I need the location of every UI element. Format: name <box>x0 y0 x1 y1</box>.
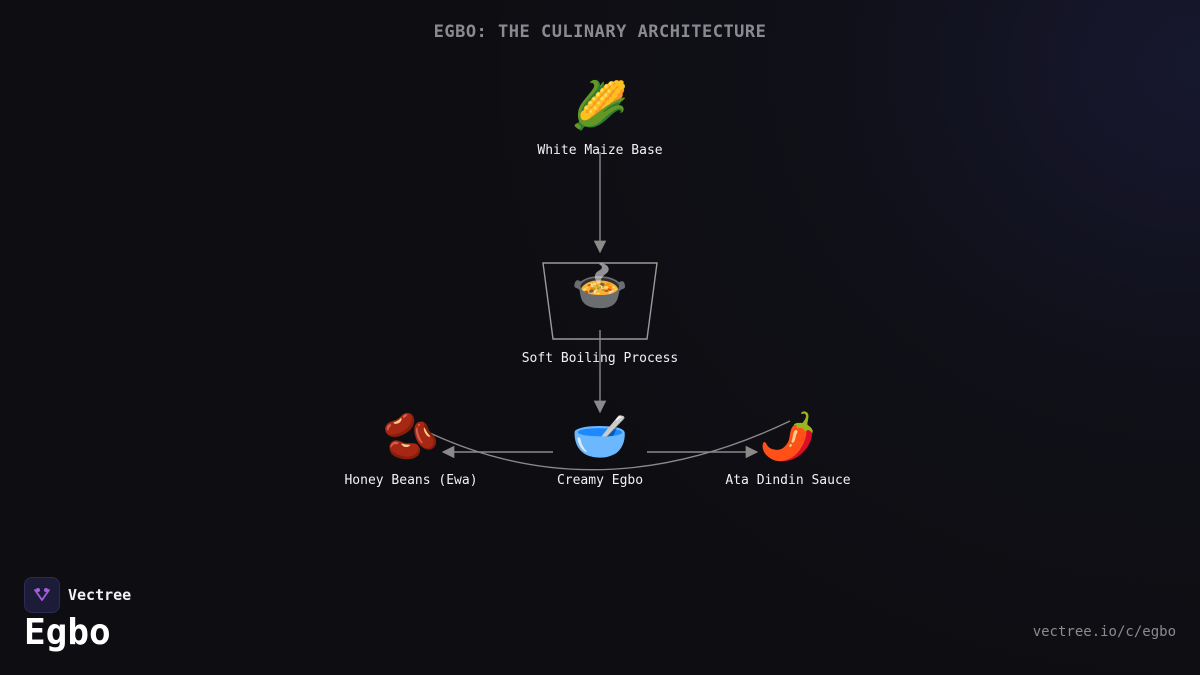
beans-icon: 🫘 <box>382 409 440 463</box>
bowl-with-spoon-icon: 🥣 <box>571 409 629 463</box>
node-label-beans: Honey Beans (Ewa) <box>344 473 478 488</box>
brand-name: Vectree <box>68 586 132 604</box>
page-title: Egbo <box>24 612 111 653</box>
source-url[interactable]: vectree.io/c/egbo <box>1032 624 1176 640</box>
hot-pepper-icon: 🌶️ <box>759 409 817 463</box>
node-label-egbo: Creamy Egbo <box>556 473 644 488</box>
node-label-maize: White Maize Base <box>537 143 663 158</box>
corn-icon: 🌽 <box>571 78 629 132</box>
pot-of-food-icon: 🍲 <box>571 259 629 313</box>
brand[interactable]: Vectree <box>24 577 131 613</box>
diagram-title: EGBO: THE CULINARY ARCHITECTURE <box>433 22 767 42</box>
boiling-container <box>542 262 658 340</box>
node-label-sauce: Ata Dindin Sauce <box>725 473 851 488</box>
vectree-logo-icon <box>24 577 60 613</box>
edge-beans-to-sauce-curve <box>429 420 791 471</box>
node-label-boiling: Soft Boiling Process <box>521 351 679 366</box>
